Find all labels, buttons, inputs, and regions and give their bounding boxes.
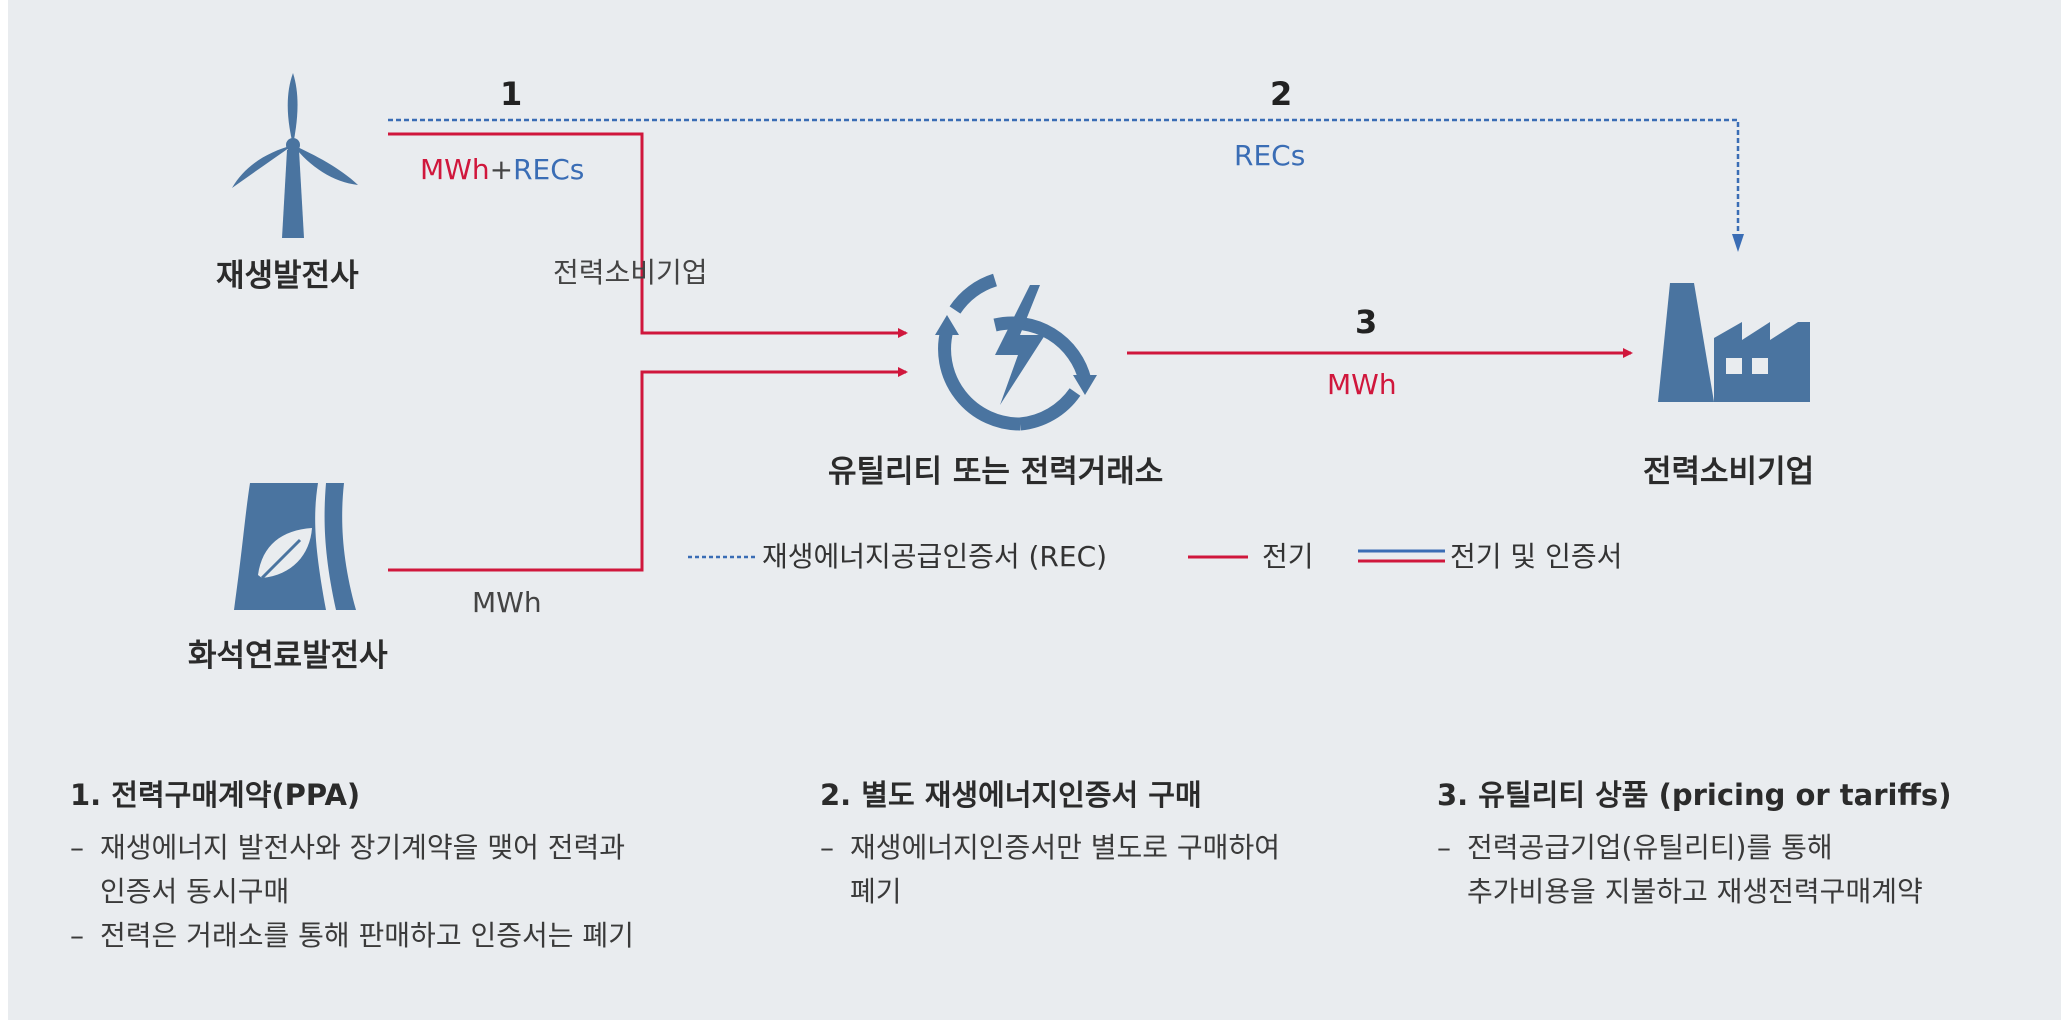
note-text: 추가비용을 지불하고 재생전력구매계약: [1467, 875, 1923, 908]
mwh-recs-label: MWh+RECs: [420, 153, 584, 186]
mwh-out-label: MWh: [1327, 368, 1397, 401]
note-line: –재생에너지인증서만 별도로 구매하여: [820, 826, 1280, 870]
note-line: –전력공급기업(유틸리티)를 통해: [1437, 826, 1951, 870]
note-text: 인증서 동시구매: [100, 875, 290, 908]
wind-turbine-icon: [232, 73, 358, 238]
legend: 재생에너지공급인증서 (REC) 전기 전기 및 인증서: [688, 540, 1622, 573]
note-text: 전력은 거래소를 통해 판매하고 인증서는 폐기: [100, 919, 634, 952]
lightning-cycle-icon: [935, 273, 1097, 431]
wind-generator-label: 재생발전사: [216, 258, 359, 294]
note-text: 재생에너지 발전사와 장기계약을 맺어 전력과: [100, 831, 626, 864]
fossil-generator-label: 화석연료발전사: [188, 638, 388, 674]
note-text: 폐기: [850, 875, 902, 908]
note-text: 전력공급기업(유틸리티)를 통해: [1467, 831, 1833, 864]
note-line: –재생에너지 발전사와 장기계약을 맺어 전력과: [70, 826, 634, 870]
note-line: 폐기: [820, 870, 1280, 914]
flow-number-1: 1: [500, 75, 522, 113]
note-dash: –: [70, 919, 84, 952]
note-title: 2. 별도 재생에너지인증서 구매: [820, 778, 1202, 812]
legend-rec-label: 재생에너지공급인증서 (REC): [762, 540, 1107, 573]
note-ppa: 1. 전력구매계약(PPA) –재생에너지 발전사와 장기계약을 맺어 전력과 …: [70, 772, 634, 958]
note-title: 1. 전력구매계약(PPA): [70, 778, 361, 812]
diagram-panel: [8, 0, 2061, 1020]
note-line: 추가비용을 지불하고 재생전력구매계약: [1437, 870, 1951, 914]
plus-part: +: [490, 153, 513, 186]
consumer-label: 전력소비기업: [1643, 454, 1814, 490]
flow-number-3: 3: [1355, 303, 1377, 341]
note-title: 3. 유틸리티 상품 (pricing or tariffs): [1437, 778, 1952, 812]
flow-number-2: 2: [1270, 75, 1292, 113]
mwh-fossil-label: MWh: [472, 586, 542, 619]
consumer-mid-label: 전력소비기업: [553, 256, 708, 289]
note-rec-purchase: 2. 별도 재생에너지인증서 구매 –재생에너지인증서만 별도로 구매하여 폐기: [820, 772, 1280, 914]
utility-label: 유틸리티 또는 전력거래소: [828, 454, 1163, 490]
mwh-part: MWh: [420, 153, 490, 186]
note-utility-product: 3. 유틸리티 상품 (pricing or tariffs) –전력공급기업(…: [1437, 772, 1951, 914]
flow-diagram: 1 2 3 MWh+RECs RECs 전력소비기업 MWh MWh 재생발전사…: [188, 73, 1814, 674]
recs-part: RECs: [513, 153, 584, 186]
factory-icon: [1658, 283, 1810, 402]
note-text: 재생에너지인증서만 별도로 구매하여: [850, 831, 1280, 864]
legend-both-label: 전기 및 인증서: [1450, 540, 1622, 573]
note-dash: –: [820, 831, 834, 864]
recs-label: RECs: [1234, 139, 1305, 172]
flow-lines: [388, 118, 1744, 572]
note-dash: –: [1437, 831, 1451, 864]
note-line: –전력은 거래소를 통해 판매하고 인증서는 폐기: [70, 914, 634, 958]
note-dash: –: [70, 831, 84, 864]
legend-power-label: 전기: [1262, 540, 1314, 573]
note-line: 인증서 동시구매: [70, 870, 634, 914]
power-plant-leaf-icon: [234, 483, 356, 610]
